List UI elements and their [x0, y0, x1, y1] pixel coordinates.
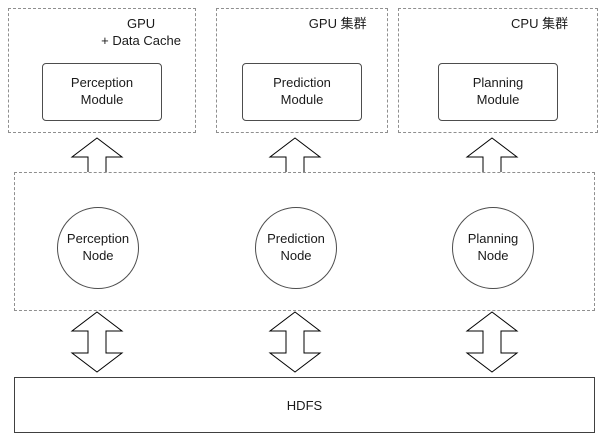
prediction-node-label: Prediction Node [267, 231, 325, 263]
cluster-gpu-data-cache: GPU + Data Cache Perception Module [8, 8, 196, 133]
planning-node-label: Planning Node [467, 231, 519, 263]
double-arrow-icon [465, 311, 519, 373]
perception-module-label: Perception Module [70, 75, 134, 107]
perception-node-circle: Perception Node [57, 207, 139, 289]
perception-module-box: Perception Module [42, 63, 162, 121]
hdfs-box: HDFS [14, 377, 595, 433]
cluster-gpu: GPU 集群 Prediction Module [216, 8, 388, 133]
perception-node-label: Perception Node [66, 231, 130, 263]
prediction-module-label: Prediction Module [273, 75, 331, 107]
planning-module-box: Planning Module [438, 63, 558, 121]
cluster-cpu-label: CPU 集群 [511, 16, 569, 31]
hdfs-label: HDFS [286, 397, 323, 413]
prediction-node-circle: Prediction Node [255, 207, 337, 289]
cluster-cpu: CPU 集群 Planning Module [398, 8, 598, 133]
nodes-band: Perception Node Prediction Node Planning… [14, 172, 595, 311]
planning-node-circle: Planning Node [452, 207, 534, 289]
double-arrow-icon [70, 311, 124, 373]
cluster-gpu-label: GPU 集群 [308, 16, 367, 31]
cluster-gpu-data-cache-label: GPU + Data Cache [101, 16, 181, 48]
double-arrow-icon [268, 311, 322, 373]
planning-module-label: Planning Module [472, 75, 524, 107]
prediction-module-box: Prediction Module [242, 63, 362, 121]
